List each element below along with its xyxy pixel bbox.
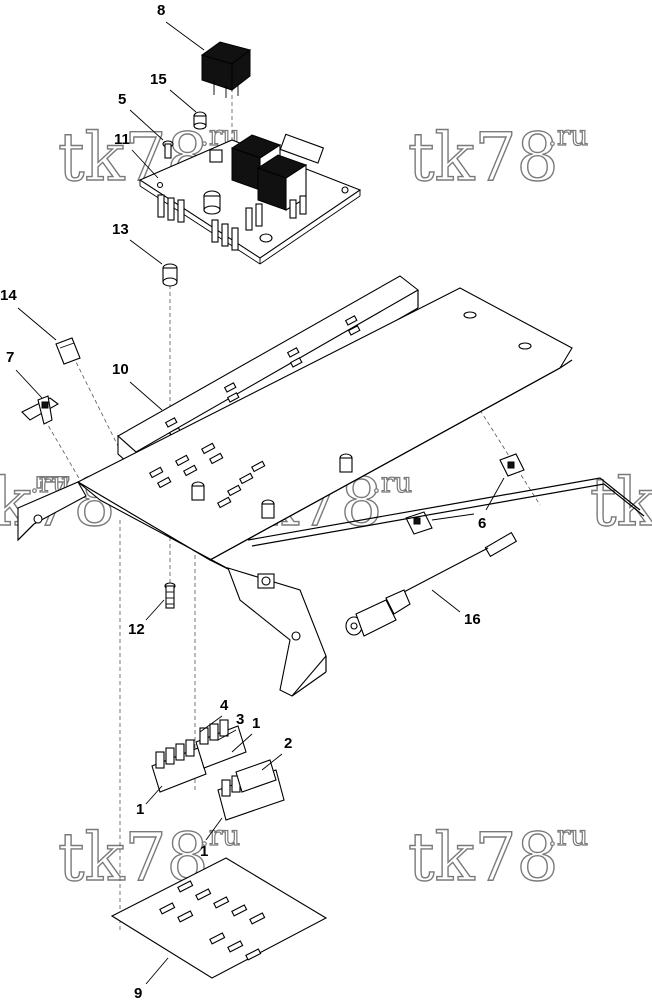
callout-11: 11 [114, 131, 159, 179]
callout-number: 1 [136, 801, 144, 818]
callout-2: 2 [261, 735, 292, 771]
circuit-board-part-11 [138, 133, 362, 265]
callout-number: 8 [157, 2, 165, 19]
standoff-part-13 [162, 263, 178, 287]
callout-number: 9 [134, 985, 142, 1000]
callout-14: 14 [0, 287, 57, 341]
mounting-bracket [17, 287, 573, 697]
callout-number: 5 [118, 91, 126, 108]
watermark-top-right: tk78 .ru [407, 118, 589, 196]
connector-plug [345, 589, 411, 637]
callout-15: 15 [150, 71, 197, 113]
label-sheet-slots [159, 880, 266, 961]
watermark-suffix: .ru [200, 819, 240, 852]
watermark-text: tk78 [408, 819, 559, 896]
callout-number: 2 [284, 735, 292, 752]
watermark-suffix: .ru [548, 119, 588, 152]
watermark-text: tk78 [590, 464, 652, 541]
callout-number: 1 [200, 843, 208, 860]
cap-nut-part-15 [193, 111, 207, 130]
screw-part-5 [162, 140, 174, 159]
callout-4: 4 [199, 697, 229, 733]
callout-6: 6 [431, 477, 505, 532]
watermark-mid-right: tk78 [589, 463, 652, 541]
board-pins [157, 194, 307, 251]
bolt-part-12 [164, 582, 176, 609]
watermark-text: tk78 [408, 119, 559, 196]
cable-clamp-part-7 [21, 395, 59, 425]
watermark-text: tk78 [58, 119, 209, 196]
watermark-top-left: tk78 .ru [57, 118, 241, 196]
callout-8: 8 [157, 2, 205, 51]
callout-9: 9 [134, 957, 169, 1000]
watermark-suffix: .ru [548, 819, 588, 852]
terminal-block-group-left [151, 719, 247, 793]
callout-12: 12 [128, 599, 165, 638]
callout-13: 13 [112, 221, 163, 265]
terminal-block-group-right [217, 759, 285, 821]
callout-number: 3 [236, 711, 244, 728]
callout-number: 16 [464, 611, 481, 628]
callout-1-lower: 1 [200, 817, 223, 860]
clip-part-6-upper [499, 453, 525, 477]
clip-part-14 [55, 337, 81, 365]
callout-number: 12 [128, 621, 145, 638]
callout-number: 10 [112, 361, 129, 378]
callout-7: 7 [6, 349, 43, 399]
callout-number: 13 [112, 221, 129, 238]
watermark-suffix: .ru [372, 466, 412, 499]
callout-number: 14 [0, 287, 17, 304]
callout-number: 6 [478, 515, 486, 532]
relay-part-8 [200, 41, 252, 98]
callout-3: 3 [217, 711, 244, 741]
watermark-bottom-right: tk78 .ru [407, 818, 589, 896]
callout-1-upper: 1 [231, 715, 260, 753]
callout-number: 11 [114, 131, 130, 148]
callout-number: 1 [252, 715, 260, 732]
bracket-vent-slots [149, 442, 266, 509]
label-sheet-part-9 [110, 857, 328, 979]
callout-number: 7 [6, 349, 14, 366]
callout-number: 15 [150, 71, 167, 88]
cable-part-16 [247, 477, 645, 637]
callout-5: 5 [118, 91, 164, 141]
callout-1-left: 1 [136, 785, 163, 818]
callout-10: 10 [112, 361, 163, 411]
callout-16: 16 [431, 589, 481, 628]
callout-number: 4 [220, 697, 229, 714]
